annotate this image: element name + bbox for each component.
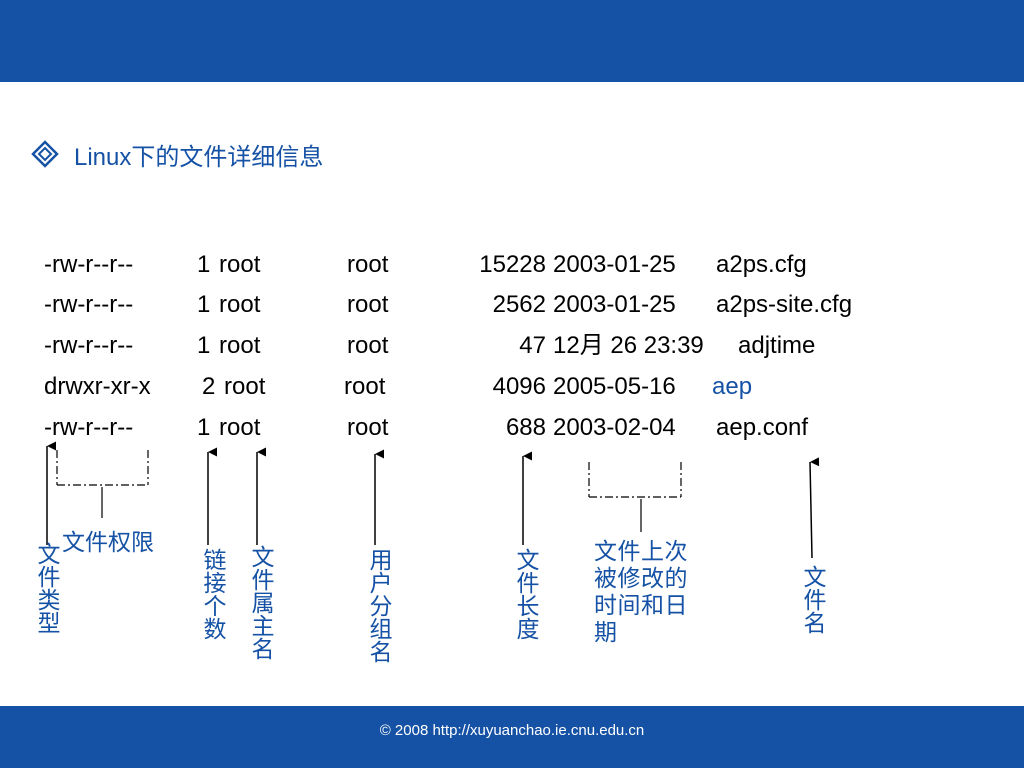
- perm-cell: -rw-r--r--: [44, 251, 134, 278]
- footer-copyright: © 2008 http://xuyuanchao.ie.cnu.edu.cn: [379, 722, 645, 739]
- link-count-label: 链接个数: [200, 548, 226, 640]
- links-cell: 1: [197, 291, 211, 318]
- file-type-label: 文件类型: [34, 542, 60, 634]
- group-cell: root: [347, 291, 389, 318]
- group-cell: root: [344, 373, 386, 400]
- filename-label: 文件名: [800, 565, 826, 634]
- perm-cell: -rw-r--r--: [44, 332, 134, 359]
- perm-cell: -rw-r--r--: [44, 291, 134, 318]
- size-cell: 47: [519, 332, 546, 359]
- filename-cell: adjtime: [738, 332, 816, 359]
- group-cell: root: [347, 251, 389, 278]
- group-label: 用户分组名: [366, 548, 392, 663]
- perm-cell: drwxr-xr-x: [44, 373, 151, 400]
- date-cell: 12月 26 23:39: [553, 332, 704, 359]
- links-cell: 2: [202, 373, 216, 400]
- date-cell: 2003-02-04: [553, 414, 676, 441]
- permission-bracket: [56, 450, 149, 486]
- owner-cell: root: [219, 332, 261, 359]
- size-cell: 2562: [492, 291, 546, 318]
- filename-cell: aep.conf: [716, 414, 809, 441]
- diamond-bullet-icon: [31, 140, 59, 168]
- top-banner: [0, 0, 1024, 82]
- owner-cell: root: [224, 373, 266, 400]
- mtime-bracket: [588, 462, 682, 498]
- group-cell: root: [347, 414, 389, 441]
- bottom-banner: [0, 706, 1024, 768]
- perm-cell: -rw-r--r--: [44, 414, 134, 441]
- mtime-label: 文件上次被修改的时间和日期: [594, 538, 688, 645]
- links-cell: 1: [197, 414, 211, 441]
- page-title: Linux下的文件详细信息: [74, 143, 324, 171]
- permission-label: 文件权限: [62, 529, 154, 555]
- links-cell: 1: [197, 251, 211, 278]
- group-cell: root: [347, 332, 389, 359]
- date-cell: 2003-01-25: [553, 291, 676, 318]
- filename-cell: aep: [712, 373, 753, 400]
- size-cell: 688: [505, 414, 546, 441]
- filename-arrow: [809, 457, 820, 559]
- date-cell: 2003-01-25: [553, 251, 676, 278]
- filename-cell: a2ps-site.cfg: [716, 291, 853, 318]
- links-cell: 1: [197, 332, 211, 359]
- size-cell: 4096: [492, 373, 546, 400]
- owner-cell: root: [219, 251, 261, 278]
- slide-heading: Linux下的文件详细信息: [30, 138, 324, 171]
- owner-label: 文件属主名: [248, 545, 274, 660]
- owner-cell: root: [219, 291, 261, 318]
- date-cell: 2005-05-16: [553, 373, 676, 400]
- size-cell: 15228: [479, 251, 546, 278]
- filename-cell: a2ps.cfg: [716, 251, 807, 278]
- owner-cell: root: [219, 414, 261, 441]
- size-label: 文件长度: [513, 548, 539, 640]
